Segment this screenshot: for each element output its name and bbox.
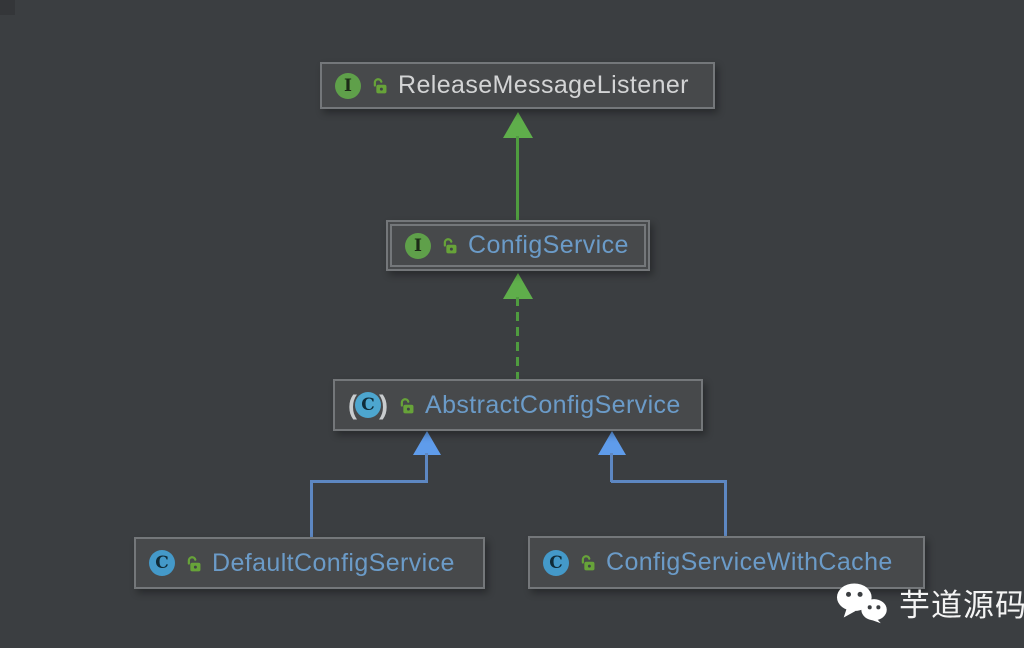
arrow-head — [503, 273, 533, 299]
arrow-line — [611, 480, 727, 483]
interface-icon: I — [405, 232, 431, 259]
class-name-label: DefaultConfigService — [212, 548, 455, 577]
class-name-label: ConfigServiceWithCache — [606, 548, 893, 576]
watermark-text: 芋道源码 — [899, 588, 1024, 623]
public-unlock-icon — [187, 555, 201, 571]
class-icon: C — [543, 549, 569, 576]
arrow-line — [310, 480, 428, 483]
arrow-line — [310, 482, 313, 537]
public-unlock-icon — [400, 397, 414, 413]
class-name-label: AbstractConfigService — [425, 390, 681, 419]
class-icon: C — [149, 550, 175, 576]
arrow-line — [724, 482, 727, 536]
abstract-class-icon: C — [348, 392, 388, 418]
arrow-line — [610, 453, 613, 482]
class-node-config-service[interactable]: I ConfigService — [386, 220, 650, 271]
wechat-icon — [836, 582, 887, 623]
corner-mark — [0, 0, 15, 15]
arrow-head — [503, 112, 533, 138]
public-unlock-icon — [443, 238, 457, 254]
arrow-head — [598, 431, 626, 455]
arrow-head — [413, 431, 441, 455]
watermark: 芋道源码 — [836, 580, 1024, 625]
public-unlock-icon — [373, 78, 387, 94]
public-unlock-icon — [581, 555, 595, 571]
arrow-line — [516, 297, 519, 379]
class-node-release-message-listener[interactable]: I ReleaseMessageListener — [320, 62, 715, 109]
class-node-default-config-service[interactable]: C DefaultConfigService — [134, 537, 485, 589]
interface-icon: I — [335, 72, 361, 99]
class-node-abstract-config-service[interactable]: C AbstractConfigService — [333, 379, 703, 431]
class-name-label: ReleaseMessageListener — [398, 71, 689, 99]
class-name-label: ConfigService — [468, 231, 629, 259]
class-node-config-service-with-cache[interactable]: C ConfigServiceWithCache — [528, 536, 925, 589]
arrow-line — [425, 453, 428, 482]
arrow-line — [516, 136, 519, 220]
